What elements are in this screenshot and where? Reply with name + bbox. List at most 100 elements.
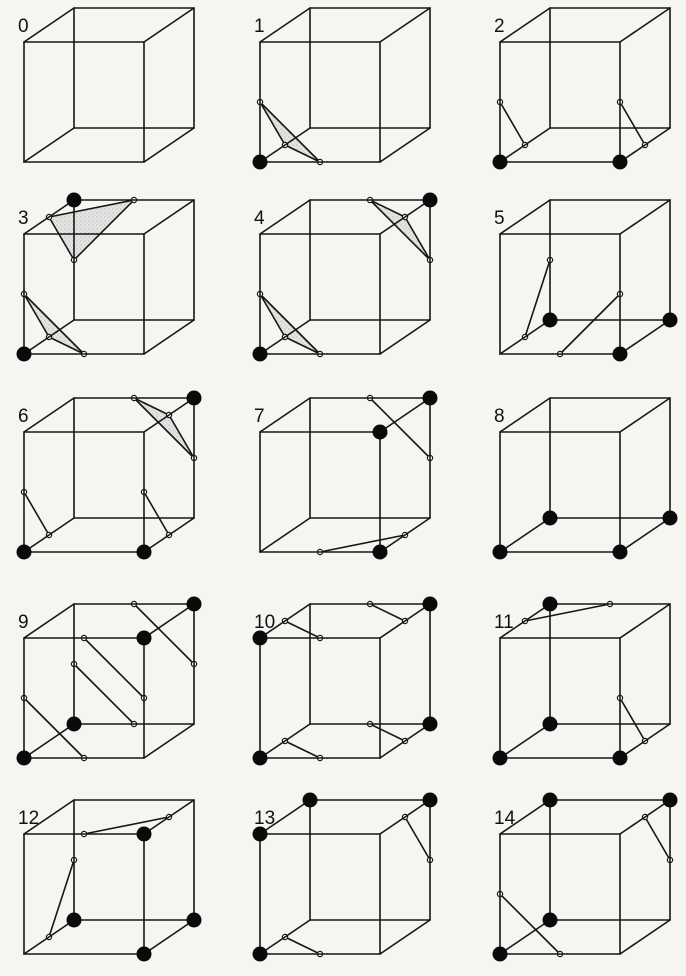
marked-vertex bbox=[423, 717, 438, 732]
isosurface-triangle bbox=[620, 102, 645, 145]
marked-vertex bbox=[663, 511, 678, 526]
cube-edge bbox=[380, 920, 430, 954]
marked-vertex bbox=[17, 545, 32, 560]
cube-edge bbox=[380, 724, 430, 758]
isosurface-triangle bbox=[285, 741, 320, 758]
cube-edge bbox=[500, 320, 550, 354]
cube-edge bbox=[500, 518, 550, 552]
case-label: 13 bbox=[254, 808, 275, 829]
isosurface-triangle bbox=[74, 664, 134, 724]
marked-vertex bbox=[67, 913, 82, 928]
isosurface-triangle bbox=[24, 294, 84, 354]
marked-vertex bbox=[613, 545, 628, 560]
isosurface-triangle bbox=[84, 638, 144, 698]
isosurface-triangle bbox=[560, 294, 620, 354]
case-label: 14 bbox=[494, 808, 516, 829]
marked-vertex bbox=[663, 793, 678, 808]
cube-edge bbox=[144, 920, 194, 954]
cube-edge bbox=[380, 128, 430, 162]
cube-edge bbox=[380, 518, 430, 552]
isosurface-triangle bbox=[285, 621, 320, 638]
surface-patches bbox=[522, 601, 647, 743]
marked-vertex bbox=[493, 545, 508, 560]
surface-patches bbox=[46, 814, 171, 939]
marked-vertex bbox=[613, 155, 628, 170]
cube-case-12: 12 bbox=[18, 800, 202, 962]
isosurface-triangle bbox=[370, 200, 430, 260]
cube-edge bbox=[380, 800, 430, 834]
cube-edge bbox=[260, 518, 310, 552]
marked-vertex bbox=[67, 717, 82, 732]
isosurface-triangle bbox=[370, 724, 405, 741]
case-label: 9 bbox=[18, 612, 29, 633]
cube-edge bbox=[380, 320, 430, 354]
surface-patches bbox=[21, 601, 196, 760]
cube-wireframe bbox=[500, 604, 670, 758]
marked-vertex bbox=[253, 751, 268, 766]
cube-edge bbox=[620, 724, 670, 758]
cube-edge bbox=[24, 128, 74, 162]
marked-vertex bbox=[187, 913, 202, 928]
cube-edge bbox=[500, 128, 550, 162]
marked-vertex bbox=[187, 391, 202, 406]
case-label: 1 bbox=[254, 16, 265, 37]
isosurface-triangle bbox=[285, 937, 320, 954]
surface-patches bbox=[497, 99, 647, 147]
marked-vertex bbox=[543, 313, 558, 328]
cube-wireframe bbox=[260, 800, 430, 954]
marked-vertex bbox=[543, 511, 558, 526]
cube-edge bbox=[144, 724, 194, 758]
cube-edge bbox=[380, 8, 430, 42]
cube-edge bbox=[260, 200, 310, 234]
marked-vertex bbox=[373, 545, 388, 560]
isosurface-triangle bbox=[370, 604, 405, 621]
cube-edge bbox=[500, 200, 550, 234]
cube-case-1: 1 bbox=[253, 8, 431, 170]
marked-vertex bbox=[543, 717, 558, 732]
marked-vertex bbox=[17, 751, 32, 766]
cube-wireframe bbox=[260, 604, 430, 758]
case-label: 0 bbox=[18, 16, 29, 37]
case-label: 12 bbox=[18, 808, 39, 829]
marked-vertex bbox=[543, 597, 558, 612]
cube-edge bbox=[620, 200, 670, 234]
marked-vertex bbox=[137, 545, 152, 560]
cube-wireframe bbox=[24, 604, 194, 758]
isosurface-triangle bbox=[260, 102, 320, 162]
marked-vertex bbox=[67, 193, 82, 208]
marked-vertex bbox=[423, 391, 438, 406]
cube-wireframe bbox=[260, 398, 430, 552]
marked-vertex bbox=[663, 313, 678, 328]
cube-edge bbox=[500, 8, 550, 42]
cube-edge bbox=[24, 8, 74, 42]
marked-vertex bbox=[423, 597, 438, 612]
isosurface-triangle bbox=[260, 294, 320, 354]
marked-vertex bbox=[543, 913, 558, 928]
marked-vertex bbox=[613, 347, 628, 362]
marked-vertex bbox=[613, 751, 628, 766]
marked-vertex bbox=[137, 631, 152, 646]
marked-vertex bbox=[543, 793, 558, 808]
surface-patches bbox=[257, 99, 322, 164]
case-label: 7 bbox=[254, 406, 265, 427]
cube-wireframe bbox=[24, 800, 194, 954]
marked-vertex bbox=[423, 793, 438, 808]
marked-vertex bbox=[17, 347, 32, 362]
surface-patches bbox=[317, 395, 432, 554]
isosurface-triangle bbox=[645, 817, 670, 860]
isosurface-triangle bbox=[144, 492, 169, 535]
case-label: 4 bbox=[254, 208, 265, 229]
marked-vertex bbox=[493, 155, 508, 170]
cube-case-5: 5 bbox=[494, 200, 678, 362]
cube-edge bbox=[24, 518, 74, 552]
cube-case-9: 9 bbox=[17, 597, 202, 766]
cube-wireframe bbox=[500, 8, 670, 162]
cube-wireframe bbox=[500, 800, 670, 954]
cube-edge bbox=[260, 920, 310, 954]
cube-edge bbox=[260, 398, 310, 432]
surface-patches bbox=[257, 197, 432, 356]
isosurface-triangle bbox=[134, 398, 194, 458]
marked-vertex bbox=[303, 793, 318, 808]
case-label: 2 bbox=[494, 16, 505, 37]
